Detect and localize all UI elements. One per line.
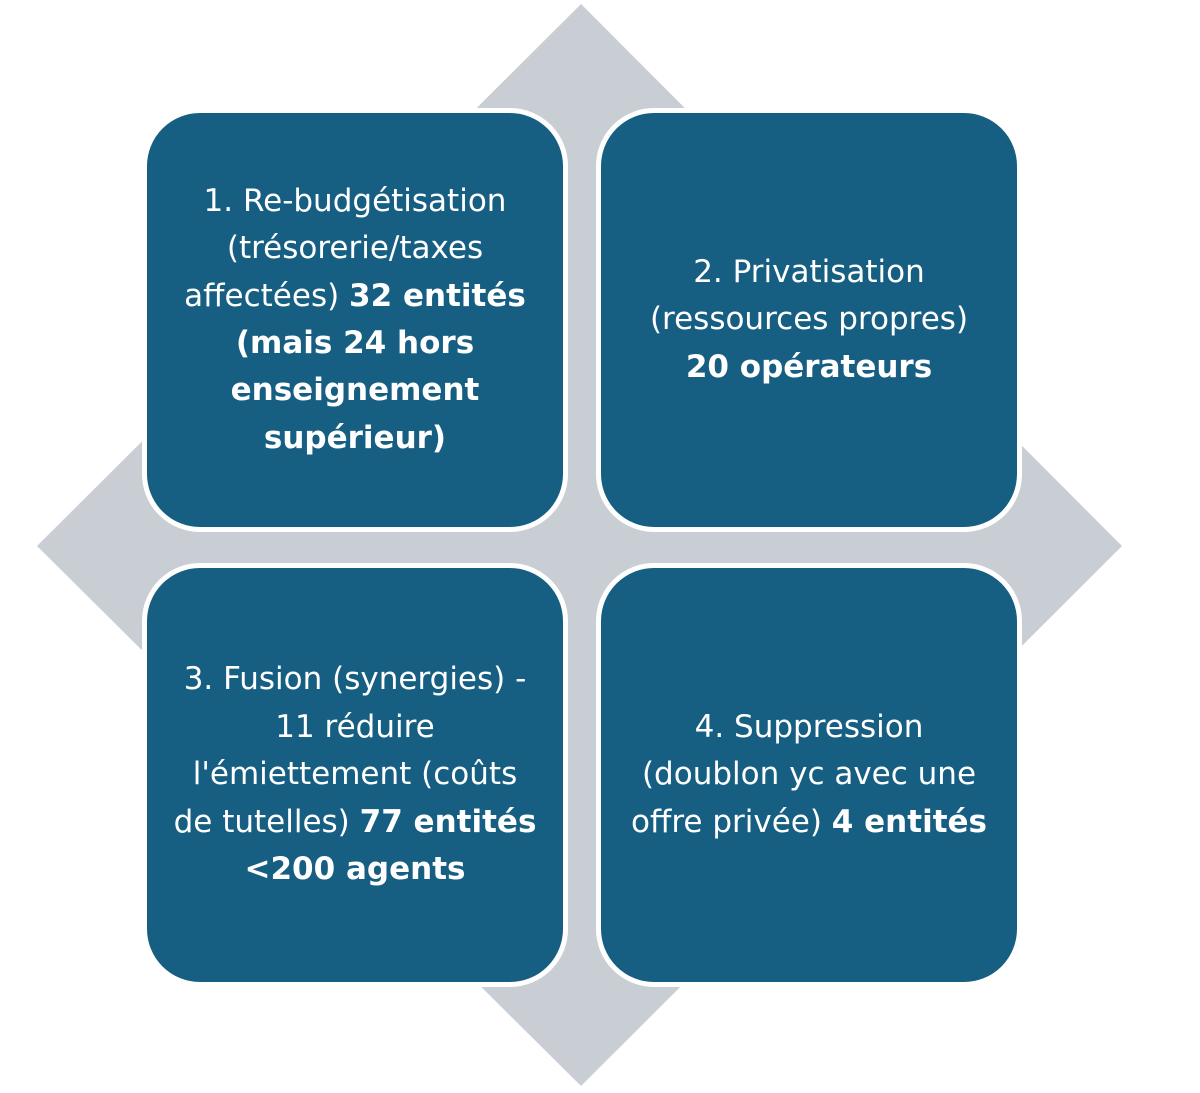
quadrant-3-regular-text: 3. Fusion (synergies) - 11 réduire l'émi… bbox=[173, 661, 527, 840]
quadrant-3-bold-text: 77 entités <200 agents bbox=[244, 803, 537, 888]
quadrant-3-text: 3. Fusion (synergies) - 11 réduire l'émi… bbox=[173, 656, 537, 893]
quadrant-1-bold-text: 32 entités (mais 24 hors enseignement su… bbox=[230, 277, 526, 456]
quadrant-fusion: 3. Fusion (synergies) - 11 réduire l'émi… bbox=[142, 563, 568, 987]
quadrant-privatisation: 2. Privatisation (ressources propres) 20… bbox=[596, 108, 1022, 532]
quadrant-4-regular-text: 4. Suppression (doublon yc avec une offr… bbox=[631, 708, 977, 840]
quadrant-1-regular-text: 1. Re-budgétisation (trésorerie/taxes af… bbox=[184, 182, 507, 314]
quadrant-2-bold-text: 20 opérateurs bbox=[685, 348, 933, 385]
quadrant-4-bold-text: 4 entités bbox=[831, 803, 987, 840]
quadrant-4-text: 4. Suppression (doublon yc avec une offr… bbox=[627, 704, 991, 846]
quadrant-2-regular-text: 2. Privatisation (ressources propres) bbox=[649, 253, 969, 338]
quadrant-rebudgetisation: 1. Re-budgétisation (trésorerie/taxes af… bbox=[142, 108, 568, 532]
quadrant-2-text: 2. Privatisation (ressources propres) 20… bbox=[627, 249, 991, 391]
quadrant-suppression: 4. Suppression (doublon yc avec une offr… bbox=[596, 563, 1022, 987]
quadrant-1-text: 1. Re-budgétisation (trésorerie/taxes af… bbox=[173, 178, 537, 463]
